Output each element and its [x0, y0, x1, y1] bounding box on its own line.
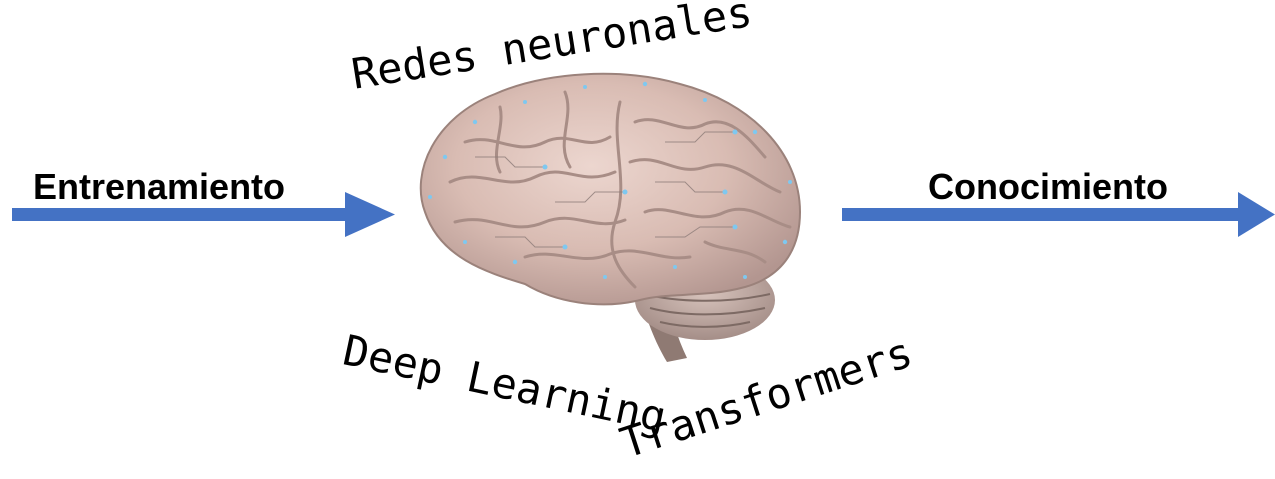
output-arrow-icon — [842, 190, 1275, 240]
brain-circuit-icon — [405, 62, 815, 367]
input-arrow-icon — [12, 190, 397, 240]
